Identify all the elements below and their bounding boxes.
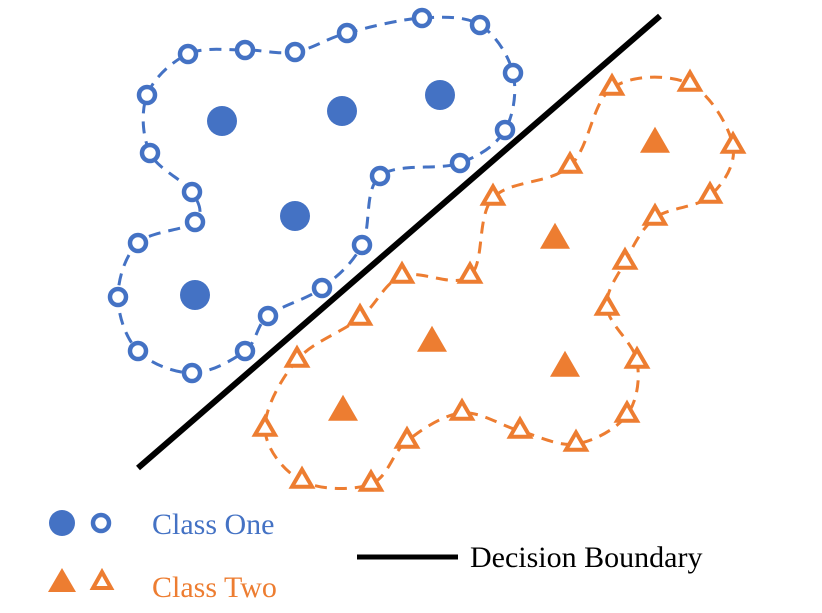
class-one-boundary-point [469, 14, 491, 36]
class-one-boundary-point [127, 340, 149, 362]
class-one-boundary-point [234, 39, 256, 61]
legend-boundary-label: Decision Boundary [470, 541, 702, 574]
class-two-boundary-point [357, 468, 385, 492]
class-one-boundary-point [449, 152, 471, 174]
class-two-boundary-point [283, 344, 311, 368]
class-two-boundary-point [611, 246, 639, 270]
class-one-boundary-point [139, 142, 161, 164]
class-two-boundary-point [506, 415, 534, 439]
class-one-boundary-point [494, 119, 516, 141]
class-one-boundary-point [177, 43, 199, 65]
class-one-boundary-point [369, 165, 391, 187]
class-two-boundary-point [562, 428, 590, 452]
class-two-core-point [640, 126, 670, 153]
class-two-boundary-point [448, 397, 476, 421]
class-two-boundary-point [613, 399, 641, 423]
class-two-boundary-point [556, 150, 584, 174]
class-one-boundary-point [284, 41, 306, 63]
class-one-core-point [280, 201, 310, 231]
class-one-boundary-point [127, 232, 149, 254]
decision-boundary-line [136, 13, 662, 471]
class-one-boundary-point [181, 362, 203, 384]
class-two-boundary-point [598, 72, 626, 96]
class-one-boundary-point [184, 211, 206, 233]
class-two-core-point [328, 394, 358, 421]
class-two-boundary-point [388, 260, 416, 284]
class-points [107, 7, 747, 492]
class-one-boundary-point [336, 22, 358, 44]
class-one-boundary-point [351, 234, 373, 256]
legend-class-two-filled-triangle-icon [48, 568, 76, 592]
class-two-core-point [540, 222, 570, 249]
legend-class-two-label: Class Two [152, 571, 277, 604]
legend-class-one-hollow-circle-icon [90, 512, 112, 534]
class-one-boundary-point [136, 84, 158, 106]
class-two-boundary-point [346, 302, 374, 326]
class-two-boundary-point [719, 130, 747, 154]
class-two-boundary-point [456, 260, 484, 284]
class-one-boundary-point [234, 340, 256, 362]
legend: Class One Class Two Decision Boundary [48, 508, 702, 604]
class-two-boundary-point [623, 345, 651, 369]
class-one-boundary-point [502, 62, 524, 84]
class-two-boundary-point [479, 182, 507, 206]
class-two-boundary-point [641, 202, 669, 226]
class-two-core-point [550, 350, 580, 377]
class-two-boundary-point [251, 413, 279, 437]
legend-class-two-hollow-triangle-icon [89, 567, 115, 590]
decision-boundary-layer [136, 13, 662, 471]
class-hulls [116, 15, 735, 491]
class-one-boundary-point [257, 305, 279, 327]
class-two-boundary-point [593, 292, 621, 316]
class-two-boundary-point [676, 68, 704, 92]
class-one-core-point [207, 106, 237, 136]
class-two-boundary-point [696, 180, 724, 204]
class-two-boundary-point [288, 465, 316, 489]
class-two-core-point [417, 325, 447, 352]
class-one-boundary-point [311, 277, 333, 299]
class-one-core-point [425, 80, 455, 110]
class-one-boundary-point [411, 7, 433, 29]
class-two-boundary-point [393, 425, 421, 449]
legend-class-one-filled-circle-icon [49, 510, 75, 536]
class-one-core-point [180, 280, 210, 310]
class-one-boundary-point [181, 181, 203, 203]
class-one-core-point [327, 96, 357, 126]
class-one-boundary-point [107, 286, 129, 308]
legend-class-one-label: Class One [152, 508, 275, 541]
